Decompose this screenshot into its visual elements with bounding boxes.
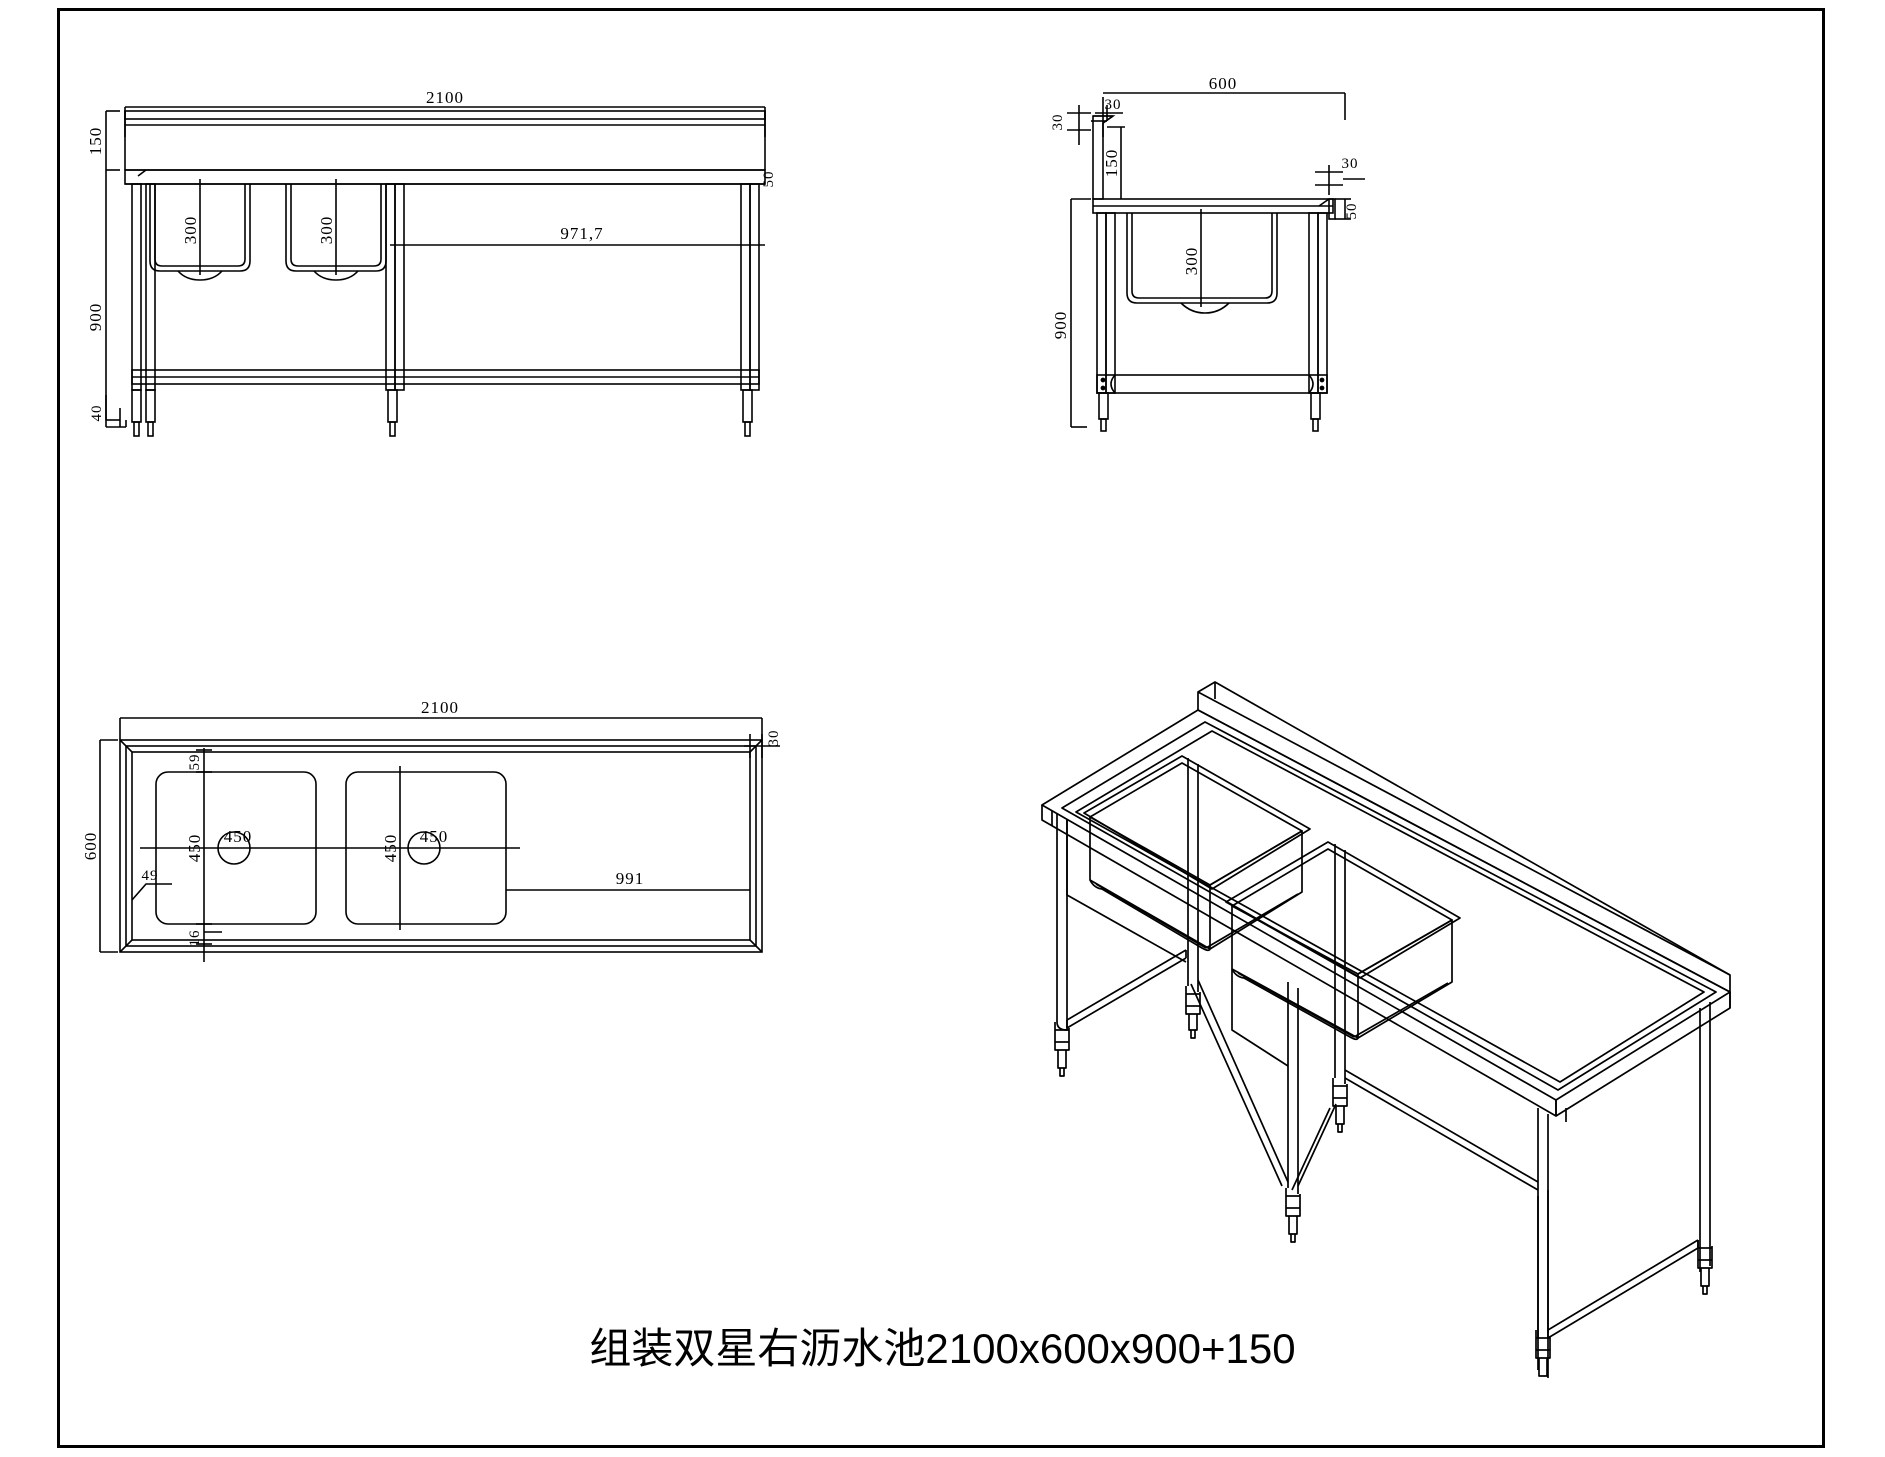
top-dim-991: 991: [616, 869, 645, 888]
top-dim-59: 59: [187, 754, 203, 771]
side-dim-900: 900: [1051, 311, 1070, 340]
top-dim-450-right-h: 450: [420, 827, 449, 846]
side-elevation-view: 600 30 30 150 30 50 300 900: [1050, 74, 1365, 432]
front-dim-drainboard: 971,7: [560, 224, 603, 243]
side-dim-300: 300: [1182, 247, 1201, 276]
top-dim-450-right-v: 450: [381, 834, 400, 863]
side-dim-600: 600: [1209, 74, 1238, 93]
front-dim-40: 40: [89, 405, 105, 422]
top-dim-2100: 2100: [421, 698, 459, 717]
drawing-border: [57, 8, 1825, 1448]
top-dim-600: 600: [81, 832, 100, 861]
front-dim-900: 900: [86, 303, 105, 332]
top-dim-450-left-h: 450: [224, 827, 253, 846]
front-dim-50: 50: [761, 171, 777, 188]
title-block: 组装双星右沥水池2100x600x900+150: [0, 1315, 1885, 1376]
side-dim-150: 150: [1102, 149, 1121, 178]
front-elevation-view: 2100 150 900 40 300 300 971,7 50: [86, 88, 777, 437]
top-dim-16: 16: [187, 930, 203, 947]
front-dim-300-right: 300: [317, 216, 336, 245]
side-dim-50: 50: [1344, 203, 1360, 220]
side-dim-30-top: 30: [1105, 97, 1122, 113]
front-dim-2100: 2100: [426, 88, 464, 107]
top-dim-450-left-v: 450: [185, 834, 204, 863]
front-dim-150: 150: [86, 127, 105, 156]
top-dim-30: 30: [766, 730, 782, 747]
top-plan-view: 2100 600 59 16 49 450 450 450 450 991 30: [81, 698, 782, 962]
front-dim-300-left: 300: [181, 216, 200, 245]
isometric-3d-view: [1041, 681, 1731, 1378]
drawing-title: 组装双星右沥水池2100x600x900+150: [589, 1325, 1296, 1372]
side-dim-30-front: 30: [1342, 156, 1359, 172]
top-dim-49: 49: [142, 868, 159, 884]
side-dim-30-rear: 30: [1050, 114, 1066, 131]
